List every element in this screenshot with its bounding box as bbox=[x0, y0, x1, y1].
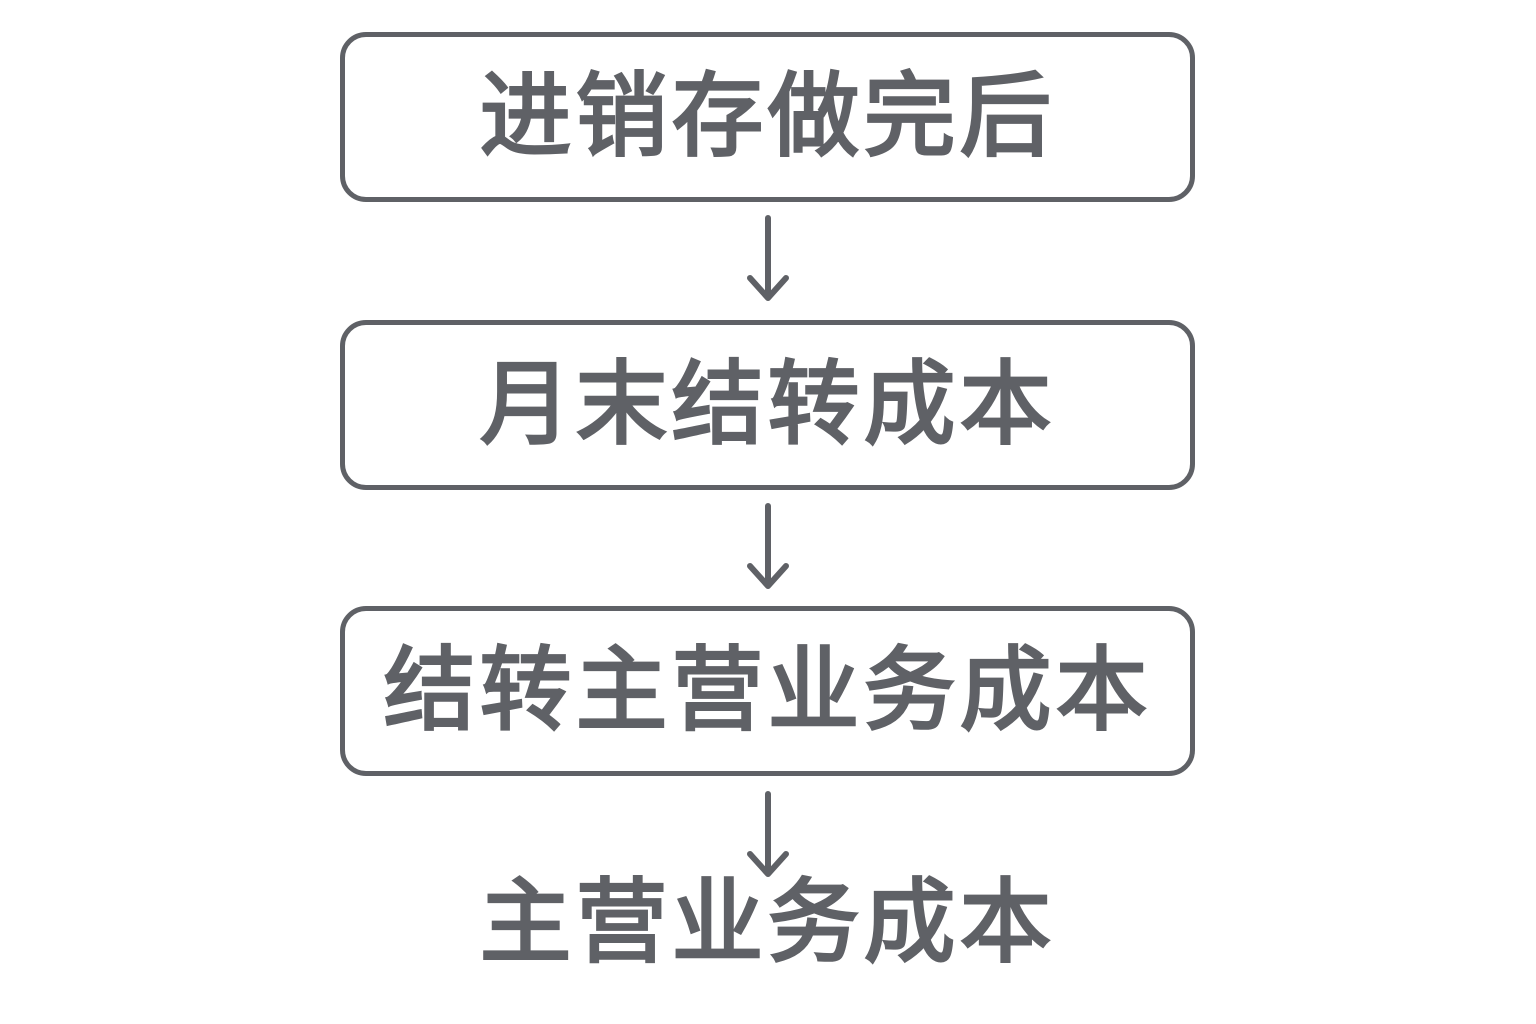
result-label: 主营业务成本 bbox=[479, 869, 1056, 976]
step-box-1: 进销存做完后 bbox=[340, 32, 1195, 202]
down-arrow-icon bbox=[747, 215, 789, 301]
down-arrow-icon bbox=[747, 503, 789, 589]
down-arrow-icon bbox=[747, 791, 789, 877]
step-box-2: 月末结转成本 bbox=[340, 320, 1195, 490]
step-1-label: 进销存做完后 bbox=[479, 63, 1056, 170]
step-3-label: 结转主营业务成本 bbox=[383, 637, 1152, 744]
step-2-label: 月末结转成本 bbox=[479, 351, 1056, 458]
step-box-3: 结转主营业务成本 bbox=[340, 606, 1195, 776]
